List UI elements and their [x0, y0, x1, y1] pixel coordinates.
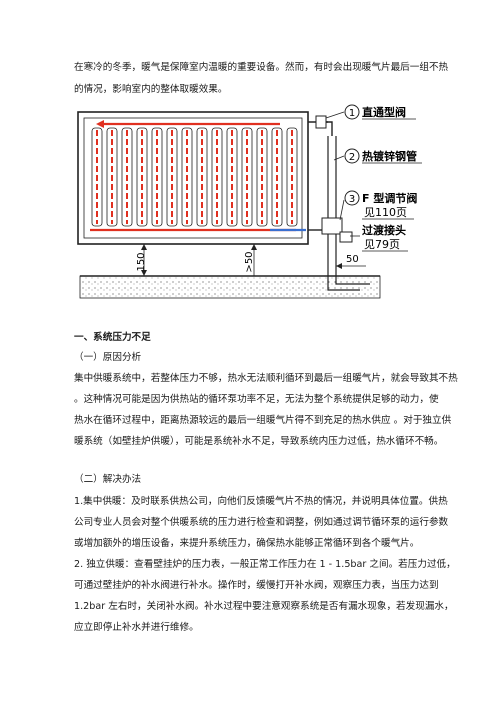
- section2-line-2: 公司专业人员会对整个供暖系统的压力进行检查和调整，例如通过调节循环泵的运行参数: [74, 517, 449, 528]
- section1-heading: 一、系统压力不足: [74, 332, 151, 343]
- dim-50h-arrow: [336, 263, 342, 269]
- radiator-column: [121, 127, 133, 227]
- floor-pipe-a: [327, 278, 360, 291]
- callout-2-text: 热镀锌钢管: [362, 149, 417, 163]
- dim-50v-arrow: [251, 244, 257, 250]
- dim-150-arrow-bottom: [141, 270, 147, 276]
- radiator-column: [211, 127, 223, 227]
- radiator-column: [241, 127, 253, 227]
- section2-sub: （二）解决办法: [74, 474, 142, 485]
- radiator-column: [181, 127, 193, 227]
- radiator-frame: [77, 111, 309, 245]
- radiator-column: [136, 127, 148, 227]
- radiator-inner-frame: [83, 117, 303, 239]
- intro-line-1: 在寒冷的冬季，暖气是保障室内温暖的重要设备。然而，有时会出现暖气片最后一组不热: [74, 62, 449, 73]
- transition-joint: [339, 231, 353, 243]
- section2-line-3: 或增加额外的增压设备，来提升系统压力，确保热水能够正常循环到各个暖气片。: [74, 538, 420, 549]
- section2-line-7: 应立即停止补水并进行维修。: [74, 622, 199, 633]
- section2-line-5: 可通过壁挂炉的补水阀进行补水。操作时，缓慢打开补水阀，观察压力表，当压力达到: [74, 580, 439, 591]
- callout-3-text: F 型调节阀: [362, 191, 417, 205]
- floor-slab: [79, 275, 381, 299]
- leader-3: [339, 199, 345, 221]
- section2-line-6: 1.2bar 左右时，关闭补水阀。补水过程中要注意观察系统是否有漏水现象，若发现…: [74, 601, 454, 612]
- section1-line-2: 。这种情况可能是因为供热站的循环泵功率不足，无法为整个系统提供足够的动力，使: [74, 394, 439, 405]
- dim-50h: 50: [346, 254, 359, 265]
- callout-2-num: 2: [349, 152, 355, 163]
- callout-1-num: 1: [349, 108, 355, 119]
- hot-flow-arrow: [96, 120, 104, 128]
- radiator-column: [226, 127, 238, 227]
- section1-sub: （一）原因分析: [74, 352, 142, 363]
- dim-50v: >50: [244, 251, 255, 272]
- radiator-column: [256, 127, 268, 227]
- supply-elbow: [326, 121, 333, 136]
- section1-line-4: 暖系统（如壁挂炉供暖），可能是系统补水不足，导致系统内压力过低，热水循环不畅。: [74, 436, 444, 447]
- radiator-column: [286, 127, 298, 227]
- transition-label: 过渡接头: [362, 223, 406, 237]
- f-type-valve: [321, 217, 343, 235]
- section2-line-1: 1.集中供暖：及时联系供热公司，向他们反馈暖气片不热的情况，并说明具体位置。供热: [74, 496, 448, 507]
- section1-line-1: 集中供暖系统中，若整体压力不够，热水无法顺利循环到最后一组暖气片，就会导致其不热: [74, 373, 458, 384]
- leader-1: [325, 111, 345, 119]
- callout-1-circle: [344, 104, 360, 120]
- section2-line-4: 2. 独立供暖：查看壁挂炉的压力表，一般正常工作压力在 1 - 1.5bar 之…: [74, 559, 456, 570]
- radiator-column: [166, 127, 178, 227]
- dim-150: 150: [136, 252, 147, 271]
- radiator-column: [151, 127, 163, 227]
- radiator-diagram-svg: 1 直通型阀 2 热镀锌钢管 3 F 型调节阀 见110页 过渡接头 见79页 …: [77, 104, 422, 299]
- dim-150-arrow-top: [141, 244, 147, 250]
- callout-1-text: 直通型阀: [362, 105, 406, 119]
- ref-110: 见110页: [364, 206, 407, 219]
- ref-79: 见79页: [364, 238, 400, 251]
- callout-3-num: 3: [349, 194, 355, 205]
- radiator-column: [271, 127, 283, 227]
- radiator-column: [106, 127, 118, 227]
- radiator-columns: [91, 127, 298, 227]
- straight-valve: [315, 115, 327, 129]
- leader-2: [333, 155, 345, 161]
- intro-line-2: 的情况，影响室内的整体取暖效果。: [74, 84, 228, 95]
- callout-3-circle: [344, 190, 360, 206]
- radiator-column: [196, 127, 208, 227]
- callout-2-circle: [344, 148, 360, 164]
- section1-line-3: 热水在循环过程中，距离热源较远的最后一组暖气片得不到充足的热水供应 。对于独立供: [74, 415, 452, 426]
- floor-pipe-b: [335, 278, 370, 285]
- radiator-column: [91, 127, 103, 227]
- radiator-diagram: 1 直通型阀 2 热镀锌钢管 3 F 型调节阀 见110页 过渡接头 见79页 …: [70, 100, 430, 310]
